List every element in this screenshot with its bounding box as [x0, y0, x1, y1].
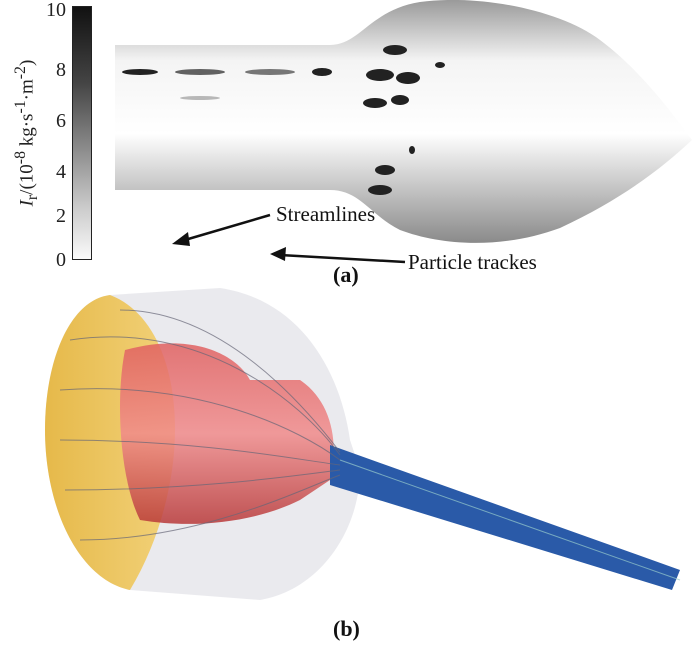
streamlines	[59, 309, 681, 581]
colorbar-tick: 0	[56, 249, 66, 271]
colorbar-tick: 4	[56, 161, 66, 183]
colorbar-tick: 2	[56, 205, 66, 227]
outlet-tube	[330, 445, 680, 590]
annotation-arrows	[172, 213, 406, 264]
nozzle-deposition-plot	[115, 0, 692, 243]
caption-a: (a)	[333, 262, 359, 287]
colorbar	[72, 6, 92, 260]
streamlines-label: Streamlines	[276, 202, 376, 226]
colorbar-tick: 8	[56, 59, 66, 81]
colorbar-tick: 10	[46, 0, 66, 21]
particle-tracks-visualization	[45, 288, 681, 600]
colorbar-tick: 6	[56, 110, 66, 132]
caption-b: (b)	[333, 616, 360, 641]
deposition-spots	[122, 45, 445, 195]
inner-core	[120, 343, 334, 524]
particle-tracks-label: Particle trackes	[408, 250, 537, 274]
nozzle-surface	[115, 0, 692, 243]
